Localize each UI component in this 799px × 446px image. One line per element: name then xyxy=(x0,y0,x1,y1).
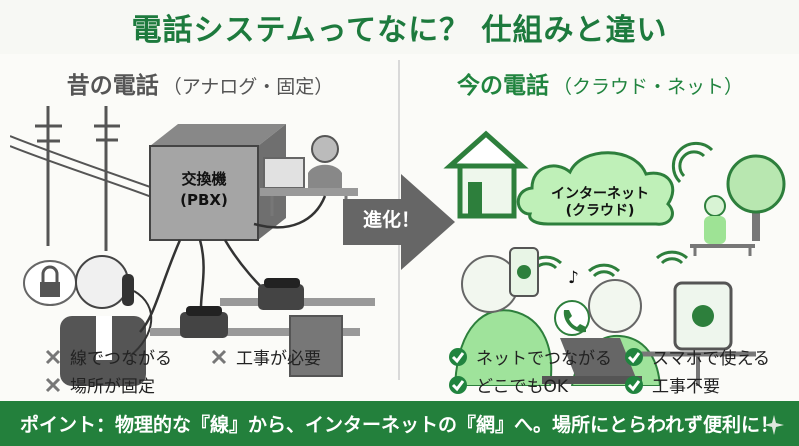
old-phone-panel: 昔の電話（アナログ・固定） xyxy=(10,58,390,386)
new-phone-illustration: インターネット (クラウド) xyxy=(443,130,786,386)
feature-label: スマホで使える xyxy=(652,349,770,369)
svg-text:♪: ♪ xyxy=(568,268,579,288)
feature-item: 工事不要 xyxy=(624,372,720,397)
pbx-sublabel: (PBX) xyxy=(180,191,228,209)
feature-label: どこでもOK xyxy=(476,377,569,397)
tree-icon xyxy=(726,154,786,241)
check-circle-icon xyxy=(449,375,467,394)
feature-label: 工事不要 xyxy=(652,377,720,397)
feature-label: ネットでつながる xyxy=(476,349,612,369)
sparkle-icon xyxy=(764,415,784,435)
utility-pole-icon xyxy=(35,106,120,251)
bench-person-icon xyxy=(690,195,755,256)
bottom-summary-bar: ポイント：物理的な『線』から、インターネットの『網』へ。場所にとらわれず便利に！ xyxy=(0,401,799,446)
feature-item: 工事が必要 xyxy=(210,344,321,369)
feature-label: 線でつながる xyxy=(70,349,172,369)
feature-label: 場所が固定 xyxy=(70,377,155,397)
feature-item: どこでもOK xyxy=(448,372,568,397)
new-phone-heading: 今の電話（クラウド・ネット） xyxy=(410,66,790,100)
cloud-label: インターネット xyxy=(551,186,649,202)
page-title: 電話システムってなに？ 仕組みと違い xyxy=(131,13,668,48)
cross-icon xyxy=(211,349,227,364)
old-phone-illustration: 交換機 (PBX) xyxy=(10,106,375,386)
pbx-label: 交換機 xyxy=(181,170,226,188)
feature-item: 場所が固定 xyxy=(44,372,155,397)
arrow-right-icon xyxy=(343,174,455,270)
summary-text: ポイント：物理的な『線』から、インターネットの『網』へ。場所にとらわれず便利に！ xyxy=(19,414,780,436)
new-phone-title: 今の電話 xyxy=(456,73,549,99)
arrow-label: 進化！ xyxy=(363,209,421,231)
laptop-user-icon xyxy=(542,279,662,386)
cloud-sublabel: (クラウド) xyxy=(566,203,635,219)
tablet-icon xyxy=(640,281,756,386)
feature-item: 線でつながる xyxy=(44,344,172,369)
desk-phone-icon xyxy=(258,278,304,310)
smartphone-user-icon xyxy=(453,247,553,386)
check-circle-icon xyxy=(625,375,643,394)
phone-call-icon: ♪ xyxy=(554,268,590,336)
house-icon xyxy=(443,130,529,219)
old-phone-title: 昔の電話 xyxy=(66,73,159,99)
cross-icon xyxy=(45,377,61,392)
cross-icon xyxy=(45,349,61,364)
lock-icon xyxy=(23,260,77,306)
new-phone-subtitle: （クラウド・ネット） xyxy=(552,76,743,98)
title-bar: 電話システムってなに？ 仕組みと違い xyxy=(0,0,799,54)
check-circle-icon xyxy=(625,347,643,366)
new-phone-panel: 今の電話（クラウド・ネット） インターネット (クラウド) xyxy=(410,58,790,386)
feature-item: ネットでつながる xyxy=(448,344,612,369)
desk-phone-icon xyxy=(180,306,228,338)
feature-item: スマホで使える xyxy=(624,344,770,369)
check-circle-icon xyxy=(449,347,467,366)
evolution-arrow: 進化！ xyxy=(343,174,455,270)
cloud-icon xyxy=(516,151,675,226)
feature-label: 工事が必要 xyxy=(236,349,321,369)
wifi-icon xyxy=(529,141,714,278)
old-phone-subtitle: （アナログ・固定） xyxy=(162,76,334,98)
man-phone-icon xyxy=(60,255,153,386)
old-phone-heading: 昔の電話（アナログ・固定） xyxy=(10,66,390,100)
